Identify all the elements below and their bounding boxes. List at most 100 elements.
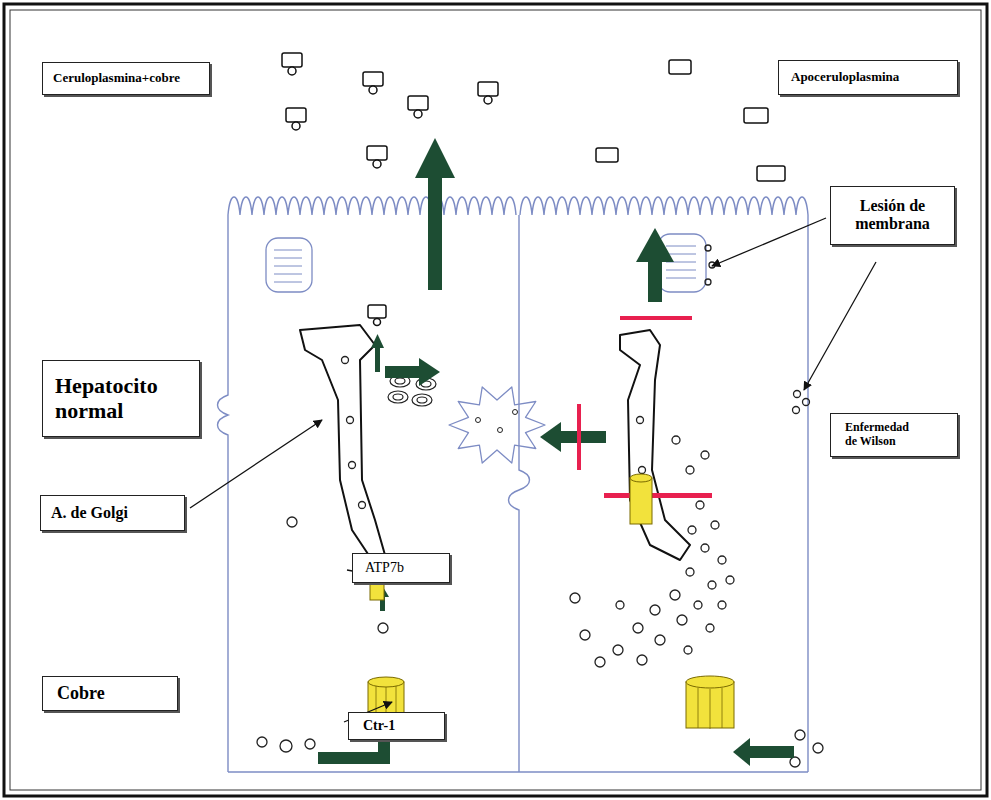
ceruloplasmin-copper — [286, 108, 306, 122]
blocked-marks — [604, 493, 712, 498]
copper-ions — [639, 467, 646, 474]
copper-ions — [684, 646, 692, 654]
transport-arrows — [428, 176, 442, 290]
ceruloplasmin-copper — [367, 146, 387, 160]
cell-membrane — [228, 771, 808, 772]
lysosome — [513, 410, 518, 415]
lysosome — [498, 428, 503, 433]
normal-hepatocyte-label: Hepatocito normal — [42, 360, 200, 437]
copper-ions — [706, 624, 714, 632]
blocked-marks — [577, 404, 581, 470]
cell-membrane — [218, 215, 229, 772]
copper-label: Cobre — [42, 676, 178, 711]
copper-ions — [794, 391, 801, 398]
vesicles — [412, 394, 432, 406]
golgi-apparatus — [620, 330, 690, 560]
apoceruloplasmin — [669, 60, 691, 74]
copper-ions — [686, 568, 694, 576]
transport-arrows — [733, 738, 750, 766]
transport-arrows — [385, 366, 419, 378]
golgi-apparatus — [300, 325, 690, 560]
outer-frame — [4, 4, 987, 796]
ceruloplasmin-copper — [408, 96, 428, 110]
copper-ions — [813, 743, 823, 753]
copper-ions — [287, 517, 297, 527]
copper-ions — [803, 399, 810, 406]
copper-ions — [705, 279, 711, 285]
copper-transporters — [368, 677, 404, 687]
copper-ions — [280, 740, 292, 752]
copper-ions — [342, 357, 349, 364]
label-text: Cobre — [57, 683, 163, 704]
ceruloplasmin-copper — [374, 319, 381, 326]
transport-arrows — [748, 746, 794, 758]
apoceruloplasmin — [757, 166, 785, 181]
label-text: Ceruloplasmina+cobre — [53, 71, 199, 86]
copper-ions — [359, 502, 366, 509]
ceruloplasmin-copper — [478, 82, 498, 96]
mitochondria — [266, 238, 312, 292]
copper-ions — [790, 757, 800, 767]
copper-ions — [257, 245, 823, 767]
copper-transporters — [686, 682, 734, 728]
lysosome — [449, 387, 545, 463]
cell-membrane — [218, 197, 809, 772]
label-text: Hepatocito normal — [55, 373, 187, 424]
golgi-apparatus — [300, 325, 385, 560]
copper-ions — [347, 417, 354, 424]
copper-ions — [616, 601, 624, 609]
copper-ions — [793, 407, 800, 414]
copper-ions — [718, 556, 726, 564]
copper-ions — [637, 417, 644, 424]
outer-frame — [10, 10, 981, 790]
vesicles — [388, 391, 408, 403]
ceruloplasmin-copper — [368, 305, 386, 318]
cell-membrane — [509, 215, 530, 772]
transport-arrows — [415, 138, 455, 178]
membrane-lesion-label: Lesión de membrana — [830, 186, 955, 245]
copper-ions — [349, 462, 356, 469]
copper-ions — [595, 657, 605, 667]
mitochondria — [274, 250, 302, 282]
copper-ions — [708, 581, 716, 589]
transport-arrows — [375, 346, 380, 372]
ceruloplasmin-copper — [363, 72, 383, 86]
label-text: Ctr-1 — [363, 718, 430, 734]
blocked-marks — [620, 316, 692, 320]
copper-ions — [677, 615, 687, 625]
copper-transporters — [630, 478, 652, 524]
mitochondria — [658, 234, 706, 292]
copper-transporters — [630, 474, 652, 482]
apoceruloplasmin — [596, 60, 785, 181]
transport-arrows — [648, 260, 662, 302]
vesicles — [393, 394, 403, 400]
transport-arrows — [560, 431, 606, 443]
ceruloplasmin-copper — [292, 122, 300, 130]
vesicles — [417, 397, 427, 403]
copper-ions — [670, 590, 680, 600]
copper-ions — [580, 630, 590, 640]
transport-arrows — [371, 334, 384, 348]
ctr1-label: Ctr-1 — [348, 712, 445, 740]
label-text: ATP7b — [365, 560, 437, 576]
ceruloplasmin-copper — [414, 110, 422, 118]
leader-lines — [712, 218, 826, 266]
copper-ions — [378, 623, 388, 633]
transport-arrows — [318, 138, 794, 766]
transport-arrows — [540, 422, 561, 452]
label-text: A. de Golgi — [51, 504, 174, 522]
apoceruloplasmin-label: Apoceruloplasmina — [778, 60, 958, 95]
copper-ions — [718, 601, 726, 609]
copper-ions — [701, 451, 709, 459]
leader-lines — [190, 420, 322, 508]
ceruloplasmin-copper — [282, 53, 498, 326]
leader-lines — [804, 262, 876, 390]
copper-ions — [650, 605, 660, 615]
cell-membrane — [807, 215, 808, 772]
copper-ions — [705, 245, 711, 251]
blocked-marks — [577, 316, 712, 498]
copper-ions — [305, 739, 315, 749]
copper-ions — [686, 466, 694, 474]
transport-arrows — [318, 738, 384, 758]
copper-transporters — [698, 688, 722, 729]
